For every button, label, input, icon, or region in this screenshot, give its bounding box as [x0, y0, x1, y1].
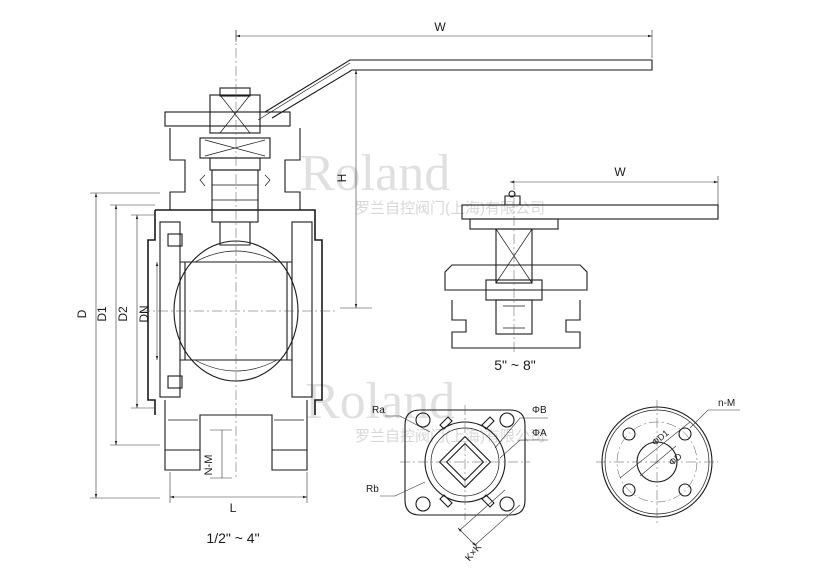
small-valve-section: W 5" ~ 8" [444, 165, 719, 373]
label-kxk: K×K [463, 542, 484, 564]
caption-size-large: 1/2" ~ 4" [206, 530, 259, 546]
watermark-lower: Roland 罗兰自控阀门(上海)有限公司 [305, 373, 545, 445]
label-d2: D2 [116, 306, 130, 322]
dim-w-top: W [235, 20, 653, 58]
dim-l: L [169, 472, 308, 515]
end-flange-view: ΦD1 ΦD n-M [596, 398, 740, 524]
watermark-brand-lower: Roland [305, 373, 455, 430]
label-d1: D1 [95, 306, 109, 322]
label-ra: Ra [372, 405, 385, 416]
watermark-subtitle-upper: 罗兰自控阀门(上海)有限公司 [355, 200, 545, 217]
dim-nm-left: N-M [203, 429, 232, 479]
label-phi-b: ΦB [532, 405, 547, 416]
label-w-top: W [434, 20, 446, 34]
label-nm-left: N-M [203, 455, 215, 476]
label-w-small: W [614, 165, 626, 179]
label-nm-flange: n-M [718, 398, 735, 409]
label-phi-d: ΦD [667, 451, 684, 468]
watermark-upper: Roland 罗兰自控阀门(上海)有限公司 [300, 145, 545, 217]
main-valve-section [140, 30, 653, 480]
watermark-brand-upper: Roland [300, 145, 450, 202]
label-phi-a: ΦA [532, 428, 547, 439]
label-d: D [75, 309, 89, 318]
caption-size-small: 5" ~ 8" [494, 357, 535, 373]
dim-h: H [335, 70, 372, 309]
label-dn: DN [137, 305, 151, 322]
label-rb: Rb [366, 484, 379, 495]
watermark-subtitle-lower: 罗兰自控阀门(上海)有限公司 [355, 428, 545, 445]
dim-diameters: D D1 D2 DN [75, 192, 160, 499]
bonnet [169, 128, 301, 246]
valve-body [147, 209, 323, 471]
label-l: L [230, 501, 237, 515]
handle-lever [257, 59, 653, 121]
label-h: H [335, 174, 349, 183]
stem-nut-assembly [164, 87, 291, 171]
